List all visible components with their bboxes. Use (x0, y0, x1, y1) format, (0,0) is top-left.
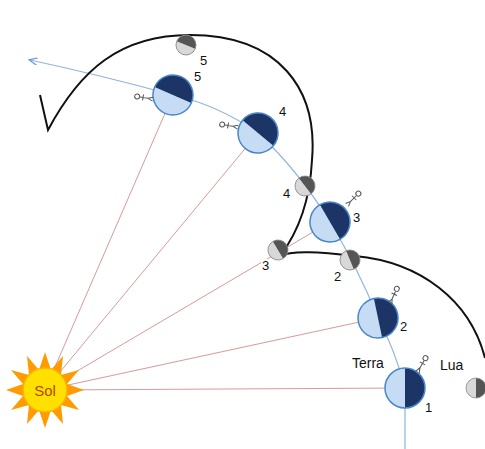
position-number: 3 (261, 259, 270, 273)
position-number: 1 (424, 401, 433, 415)
body-label: Terra (351, 356, 385, 371)
sun-node: Sol (32, 381, 58, 400)
position-number: 3 (352, 211, 361, 225)
position-number: 2 (333, 270, 342, 284)
body-label: Lua (439, 358, 464, 373)
position-number: 5 (199, 54, 208, 68)
position-number: 2 (399, 320, 408, 334)
sun-rays-lines (45, 95, 405, 390)
moon-phases (173, 32, 485, 398)
sun-symbol (6, 352, 84, 428)
position-number: 4 (278, 105, 287, 119)
earth-globes (147, 69, 425, 408)
earth-orbit (30, 60, 405, 449)
moon-path (40, 35, 485, 358)
observer-figures (134, 93, 429, 374)
position-number: 5 (193, 70, 202, 84)
position-number: 4 (282, 187, 291, 201)
sun-label: Sol (34, 382, 56, 399)
